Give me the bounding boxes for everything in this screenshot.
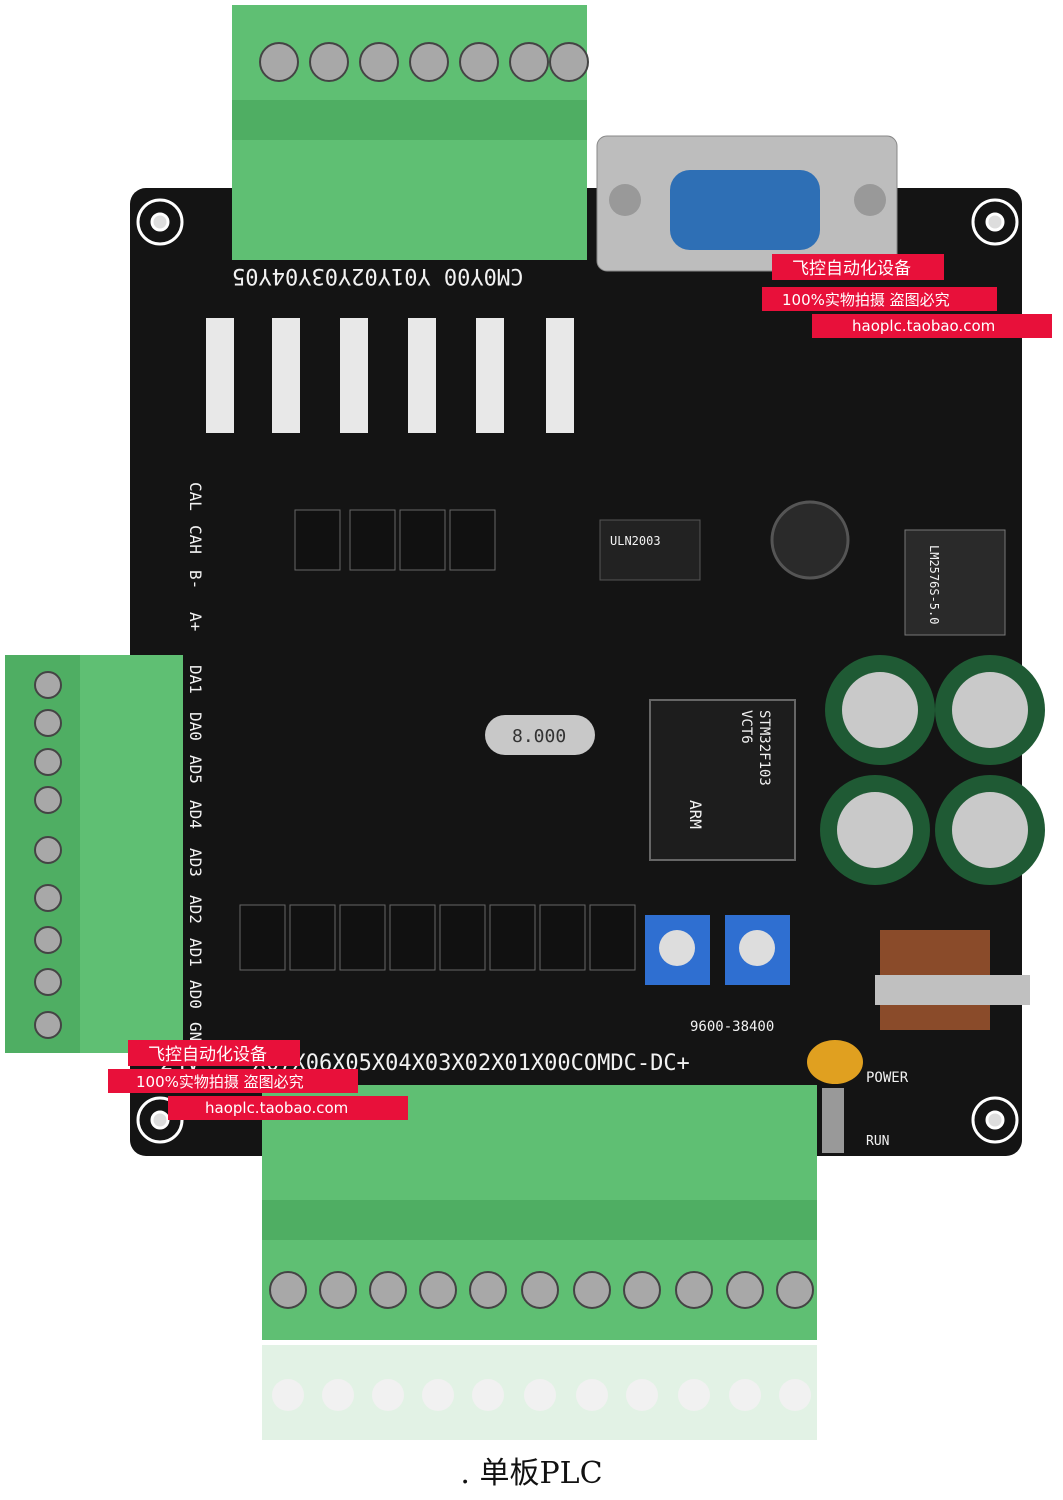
svg-text:AD5: AD5	[186, 755, 205, 784]
svg-text:100%实物拍摄 盗图必究: 100%实物拍摄 盗图必究	[136, 1073, 304, 1091]
svg-text:ARM: ARM	[686, 800, 705, 829]
svg-text:CAH: CAH	[186, 525, 205, 554]
output-labels: CM0Y00 Y01Y02Y03Y04Y05	[232, 263, 523, 288]
db9-connector	[596, 135, 898, 272]
svg-text:AD1: AD1	[186, 938, 205, 967]
mcu-chip: STM32F103 VCT6 ARM	[649, 699, 796, 861]
crystal-label: 8.000	[512, 726, 566, 747]
watermark-bottom: 飞控自动化设备 100%实物拍摄 盗图必究 haoplc.taobao.com	[108, 1040, 408, 1120]
optocouplers-bottom	[239, 904, 636, 971]
svg-text:haoplc.taobao.com: haoplc.taobao.com	[852, 317, 995, 335]
power-label: POWER	[866, 1070, 909, 1086]
choke	[875, 930, 1030, 1030]
capacitors	[820, 655, 1045, 885]
baud-label: 9600-38400	[690, 1019, 774, 1035]
svg-text:AD3: AD3	[186, 848, 205, 877]
svg-text:AD4: AD4	[186, 800, 205, 829]
uln2003-chip	[599, 519, 701, 581]
svg-text:B-: B-	[186, 570, 205, 589]
svg-text:DA1: DA1	[186, 665, 205, 694]
terminal-reflection	[262, 1345, 817, 1440]
svg-text:STM32F103: STM32F103	[756, 710, 772, 786]
mounting-holes	[136, 198, 1019, 1144]
top-terminal-block	[232, 5, 589, 260]
svg-text:CAL: CAL	[186, 482, 205, 511]
uln2003-label: ULN2003	[610, 534, 661, 548]
product-caption: . 单板PLC	[460, 1456, 603, 1491]
left-terminal-block	[5, 655, 183, 1053]
svg-text:飞控自动化设备: 飞控自动化设备	[792, 259, 911, 279]
watermark-top: 飞控自动化设备 100%实物拍摄 盗图必究 haoplc.taobao.com	[762, 254, 1052, 338]
svg-text:100%实物拍摄 盗图必究: 100%实物拍摄 盗图必究	[782, 291, 950, 309]
yellow-capacitor	[807, 1040, 863, 1084]
switch	[822, 1088, 844, 1153]
svg-text:AD2: AD2	[186, 895, 205, 924]
svg-text:VCT6: VCT6	[738, 710, 754, 744]
svg-text:飞控自动化设备: 飞控自动化设备	[148, 1045, 267, 1065]
optocouplers-top	[294, 509, 496, 571]
svg-text:AD0: AD0	[186, 980, 205, 1009]
trimpots	[645, 915, 790, 985]
crystal	[485, 715, 595, 755]
inductor	[770, 500, 850, 580]
bottom-terminal-block	[262, 1085, 817, 1340]
svg-text:DA0: DA0	[186, 712, 205, 741]
transistor-row	[206, 318, 574, 433]
svg-text:A+: A+	[186, 612, 205, 631]
run-label: RUN	[866, 1134, 889, 1149]
regulator-chip	[904, 529, 1006, 636]
regulator-label: LM2576S-5.0	[927, 545, 941, 624]
svg-text:haoplc.taobao.com: haoplc.taobao.com	[205, 1099, 348, 1117]
